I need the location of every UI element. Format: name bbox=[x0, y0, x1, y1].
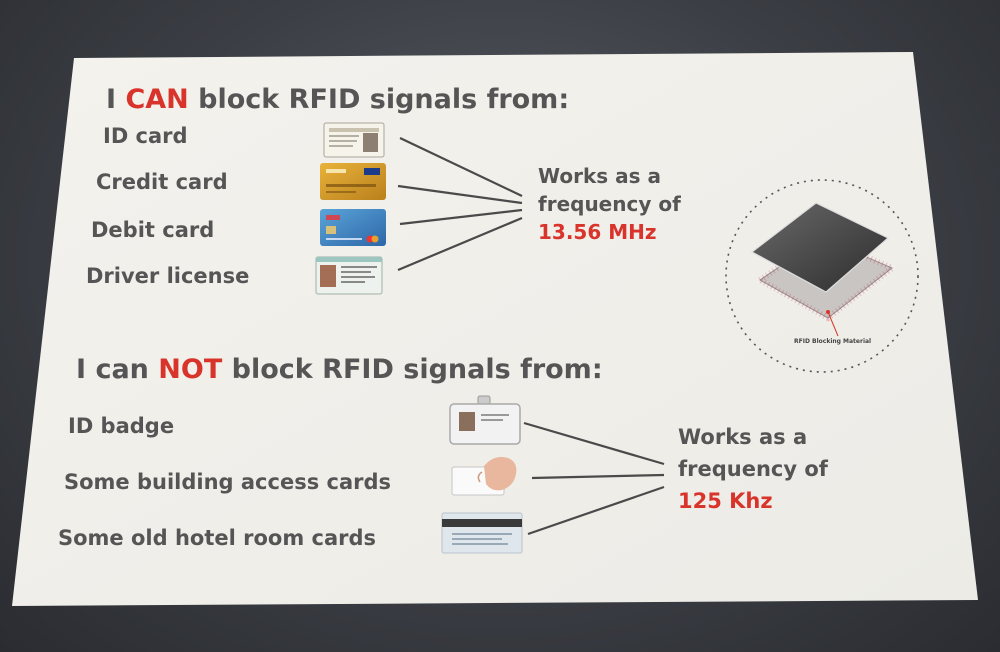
credit-card-icon bbox=[320, 163, 386, 200]
material-label: RFID Blocking Material bbox=[794, 338, 872, 345]
frequency-top-value: 13.56 MHz bbox=[538, 220, 657, 244]
list-item-debit-card: Debit card bbox=[91, 218, 215, 242]
frequency-top-line2: frequency of bbox=[538, 192, 681, 216]
list-item-access-cards: Some building access cards bbox=[64, 470, 392, 494]
access-card-icon bbox=[451, 457, 517, 496]
heading-cannot-prefix: I can bbox=[76, 354, 159, 385]
frequency-label-bottom: Works as a frequency of 125 Khz bbox=[678, 421, 828, 517]
connector-lines-bottom bbox=[523, 421, 665, 536]
list-item-credit-card: Credit card bbox=[96, 170, 228, 194]
heading-cannot: I can NOT block RFID signals from: bbox=[76, 354, 603, 385]
debit-card-icon bbox=[320, 209, 386, 246]
heading-cannot-emph: NOT bbox=[158, 354, 223, 385]
id-card-icon bbox=[323, 122, 385, 158]
heading-can-emph: CAN bbox=[125, 84, 189, 115]
rfid-material-icon bbox=[725, 179, 919, 373]
list-item-id-badge: ID badge bbox=[68, 414, 175, 438]
frequency-label-top: Works as a frequency of 13.56 MHz bbox=[538, 162, 681, 246]
list-item-hotel-cards: Some old hotel room cards bbox=[58, 526, 377, 550]
heading-can-suffix: block RFID signals from: bbox=[188, 84, 570, 115]
frequency-bottom-value: 125 Khz bbox=[678, 489, 773, 513]
list-item-driver-license: Driver license bbox=[86, 264, 250, 288]
driver-license-icon bbox=[315, 256, 383, 295]
heading-can-prefix: I bbox=[106, 84, 126, 115]
hotel-card-icon bbox=[441, 512, 523, 554]
list-item-id-card: ID card bbox=[103, 124, 188, 148]
heading-cannot-suffix: block RFID signals from: bbox=[222, 354, 603, 385]
id-badge-icon bbox=[449, 395, 521, 445]
connector-lines-top bbox=[397, 137, 523, 272]
frequency-top-line1: Works as a bbox=[538, 164, 661, 188]
frequency-bottom-line2: frequency of bbox=[678, 457, 828, 481]
frequency-bottom-line1: Works as a bbox=[678, 425, 808, 449]
heading-can: I CAN block RFID signals from: bbox=[106, 84, 569, 115]
